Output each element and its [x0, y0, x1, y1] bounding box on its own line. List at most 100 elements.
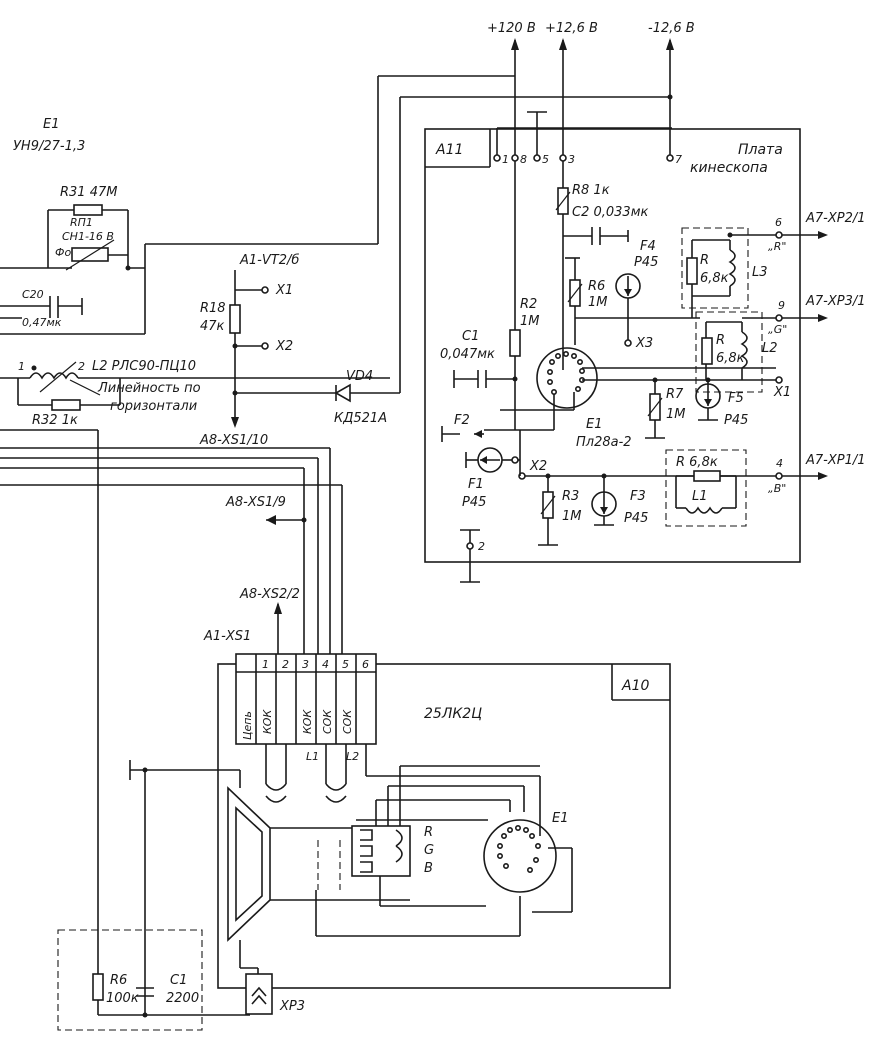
r18-label: R18: [200, 301, 226, 316]
l2-r-label: R: [716, 333, 725, 348]
a11-tag: А11: [435, 142, 463, 158]
r6-label: R6: [588, 279, 605, 294]
r7-label: R7: [666, 387, 684, 402]
a10-e1-label: E1: [552, 811, 569, 826]
x1-left-label: X1: [275, 283, 293, 298]
c1-label: С1: [462, 329, 479, 344]
conn-num-5: 5: [342, 658, 349, 671]
a10-tag: А10: [621, 678, 649, 694]
f1-type-label: Р45: [462, 495, 486, 510]
l1-r-label: R 6,8к: [676, 455, 718, 470]
conn-num-1: 1: [262, 658, 269, 671]
r18-resistor: [229, 304, 241, 334]
a10-board: А10 25ЛК2Ц 1 2 3 4 5 6 Цепь КОК КОК СОК …: [129, 653, 671, 1000]
c1-value-label: 0,047мк: [440, 347, 495, 362]
a1-xs1-label: А1-XS1: [203, 629, 251, 644]
out-b-pin: 4: [776, 457, 783, 470]
c2-label: С2 0,033мк: [572, 205, 649, 220]
a11-title-1: Плата: [738, 142, 783, 158]
c1-bottom-value-label: 2200: [166, 991, 199, 1006]
a10-frame: [217, 663, 671, 989]
a11-e1-label: E1: [586, 417, 603, 432]
r6-bottom-label: R6: [110, 973, 127, 988]
l1-block: [665, 449, 747, 527]
a11-x2-label: X2: [529, 459, 547, 474]
r8-label: R8 1к: [572, 183, 610, 198]
l2-resistor: [701, 337, 713, 365]
r31-resistor: [73, 204, 103, 216]
connector-a1-xs1: [235, 653, 377, 745]
vd4-diode: [334, 383, 351, 403]
rp1-type-label: СН1-16 В: [62, 230, 114, 243]
r18-value-label: 47к: [200, 319, 225, 334]
a11-pin-2: 2: [478, 540, 485, 553]
kinescope-socket: [536, 347, 598, 409]
crt-screen: [227, 786, 271, 942]
tube-type-label: 25ЛК2Ц: [424, 706, 482, 722]
l2-coil-a11: [740, 331, 748, 369]
rail-m12v-label: -12,6 В: [648, 21, 695, 36]
r3-label: R3: [562, 489, 579, 504]
out-r-tag: „R": [768, 240, 786, 253]
f3-label: F3: [630, 489, 646, 504]
out-g-tag: „G": [768, 323, 787, 336]
out-b-label: А7-XP1/1: [805, 453, 866, 468]
l1-resistor: [693, 470, 721, 482]
a1-vt2-label: А1-VT2/б: [239, 253, 299, 268]
f4-type-label: Р45: [634, 255, 658, 270]
out-r-label: А7-XP2/1: [805, 211, 866, 226]
r3-value-label: 1М: [562, 509, 582, 524]
l2-label: L2 РЛС90-ПЦ10: [92, 359, 196, 374]
a11-pin-8: 8: [520, 153, 527, 166]
l2-pin1-label: 1: [18, 360, 25, 373]
c20-label: С20: [22, 288, 44, 301]
l1-label: L1: [692, 489, 708, 504]
rail-12v-label: +12,6 В: [545, 21, 598, 36]
l3-block: [681, 227, 749, 309]
l2-pin2-label: 2: [78, 360, 85, 373]
xp3-label: XP3: [279, 999, 305, 1014]
f1-label: F1: [468, 477, 484, 492]
a11-pin-5: 5: [542, 153, 549, 166]
a11-title-2: кинескопа: [690, 160, 768, 176]
power-rails: +120 В +12,6 В -12,6 В: [487, 21, 695, 155]
l3-coil: [728, 249, 736, 287]
f4-label: F4: [640, 239, 656, 254]
out-g-pin: 9: [778, 299, 785, 312]
conn-l1-label: L1: [306, 750, 319, 763]
r2-label: R2: [520, 297, 537, 312]
conn-num-4: 4: [322, 658, 329, 671]
r32-label: R32 1к: [32, 413, 78, 428]
conn-num-3: 3: [302, 658, 309, 671]
r31-label: R31 47М: [60, 185, 117, 200]
a8-xs2-2-label: А8-XS2/2: [239, 587, 300, 602]
a11-pin-3: 3: [568, 153, 575, 166]
vd4-type-label: КД521А: [334, 411, 387, 426]
conn-label-kok-2: КОК: [301, 709, 314, 734]
x3-label: X3: [635, 336, 653, 351]
r7-value-label: 1М: [666, 407, 686, 422]
conn-label-chain: Цепь: [241, 711, 254, 740]
a8-xs1-9-label: А8-XS1/9: [225, 495, 286, 510]
a8-xs1-10-label: А8-XS1/10: [199, 433, 268, 448]
f5-type-label: Р45: [724, 413, 748, 428]
f2-label: F2: [454, 413, 470, 428]
socket-pins: [546, 350, 585, 395]
left-section: E1 УН9/27-1,3 R31 47М RП1 СН1-16 В Фокус…: [0, 75, 673, 1015]
conn-label-sok-1: СОК: [321, 709, 334, 734]
out-b-tag: „B": [768, 482, 786, 495]
f5-label: F5: [728, 391, 744, 406]
gun-b-label: B: [424, 861, 433, 876]
coil-kok: [265, 783, 287, 803]
tube-socket-e1: [483, 819, 557, 893]
conn-num-2: 2: [282, 658, 289, 671]
r2-resistor: [509, 329, 521, 357]
l2-block: [695, 311, 763, 393]
a11-pin-1: 1: [502, 153, 509, 166]
c1-bottom-label: С1: [170, 973, 187, 988]
linearity-label-1: Линейность по: [97, 381, 201, 396]
xp3-connector: [245, 973, 273, 1015]
out-r-pin: 6: [775, 216, 782, 229]
x2-left-label: X2: [275, 339, 293, 354]
